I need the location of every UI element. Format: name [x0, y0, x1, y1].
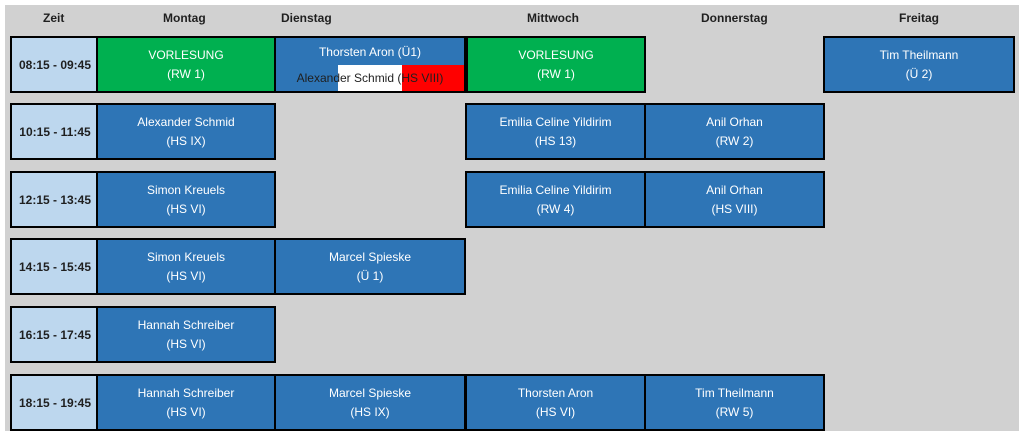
header-freitag: Freitag	[899, 11, 940, 25]
slot-room: (RW 4)	[536, 201, 575, 216]
slot-name: Simon Kreuels	[146, 249, 226, 264]
slot-room: (HS VI)	[166, 201, 206, 216]
slot-name: VORLESUNG	[518, 47, 594, 62]
slot-room: (HS VI)	[166, 336, 206, 351]
slot-mi-3[interactable]: Emilia Celine Yildirim (RW 4)	[465, 171, 646, 228]
time-slot-2: 10:15 - 11:45	[10, 103, 100, 160]
header-montag: Montag	[163, 11, 206, 25]
slot-room: (HS VI)	[166, 268, 206, 283]
slot-name: Simon Kreuels	[146, 182, 226, 197]
slot-room: (Ü 1)	[356, 268, 384, 283]
slot-do-6[interactable]: Tim Theilmann (RW 5)	[644, 374, 825, 431]
time-slot-3: 12:15 - 13:45	[10, 171, 100, 228]
slot-name: Anil Orhan	[706, 182, 763, 197]
slot-do-2[interactable]: Anil Orhan (RW 2)	[644, 103, 825, 160]
time-slot-6: 18:15 - 19:45	[10, 374, 100, 431]
slot-mi-1[interactable]: VORLESUNG (RW 1)	[466, 36, 646, 93]
header-dienstag: Dienstag	[281, 11, 332, 25]
time-slot-5: 16:15 - 17:45	[10, 306, 100, 363]
slot-room: (HS 13)	[534, 133, 577, 148]
slot-name: Emilia Celine Yildirim	[499, 182, 612, 197]
slot-name: Hannah Schreiber	[137, 317, 235, 332]
slot-mo-5[interactable]: Hannah Schreiber (HS VI)	[96, 306, 276, 363]
slot-name: Anil Orhan	[706, 114, 763, 129]
slot-name: Hannah Schreiber	[137, 385, 235, 400]
slot-do-3[interactable]: Anil Orhan (HS VIII)	[644, 171, 825, 228]
slot-room: (HS IX)	[166, 133, 206, 148]
slot-mo-2[interactable]: Alexander Schmid (HS IX)	[96, 103, 276, 160]
slot-room: (RW 2)	[715, 133, 754, 148]
slot-room: (HS IX)	[350, 404, 390, 419]
time-slot-1: 08:15 - 09:45	[10, 36, 100, 93]
slot-room: (RW 1)	[537, 66, 575, 81]
slot-name: Tim Theilmann	[879, 47, 959, 62]
slot-mo-1[interactable]: VORLESUNG (RW 1)	[96, 36, 276, 93]
slot-fr-1[interactable]: Tim Theilmann (Ü 2)	[823, 36, 1015, 93]
slot-di-1-top: Thorsten Aron (Ü1)	[276, 38, 464, 66]
slot-room: (HS VI)	[166, 404, 206, 419]
header-zeit: Zeit	[43, 11, 65, 25]
slot-di-1[interactable]: Thorsten Aron (Ü1) Alexander Schmid (HS …	[274, 36, 466, 93]
slot-di-4[interactable]: Marcel Spieske (Ü 1)	[274, 238, 466, 295]
slot-name: Marcel Spieske	[328, 249, 412, 264]
slot-room: (RW 5)	[715, 404, 754, 419]
slot-name: Thorsten Aron	[517, 385, 594, 400]
slot-room: (HS VIII)	[711, 201, 758, 216]
slot-name: VORLESUNG	[148, 47, 224, 62]
header-mittwoch: Mittwoch	[527, 11, 579, 25]
slot-room: (Ü 2)	[905, 66, 933, 81]
time-slot-4: 14:15 - 15:45	[10, 238, 100, 295]
slot-name: Tim Theilmann	[695, 385, 774, 400]
slot-room: (RW 1)	[167, 66, 205, 81]
slot-mo-3[interactable]: Simon Kreuels (HS VI)	[96, 171, 276, 228]
slot-mo-6[interactable]: Hannah Schreiber (HS VI)	[96, 374, 276, 431]
slot-mi-6[interactable]: Thorsten Aron (HS VI)	[465, 374, 646, 431]
slot-room: (HS VI)	[535, 404, 576, 419]
slot-name: Emilia Celine Yildirim	[499, 114, 612, 129]
slot-name: Marcel Spieske	[328, 385, 412, 400]
slot-di-6[interactable]: Marcel Spieske (HS IX)	[274, 374, 466, 431]
header-donnerstag: Donnerstag	[701, 11, 768, 25]
timetable: Zeit Montag Dienstag Mittwoch Donnerstag…	[5, 5, 1019, 431]
slot-mi-2[interactable]: Emilia Celine Yildirim (HS 13)	[465, 103, 646, 160]
slot-name: Alexander Schmid	[137, 114, 235, 129]
slot-di-1-bottom: Alexander Schmid (HS VIII)	[276, 65, 464, 91]
slot-mo-4[interactable]: Simon Kreuels (HS VI)	[96, 238, 276, 295]
